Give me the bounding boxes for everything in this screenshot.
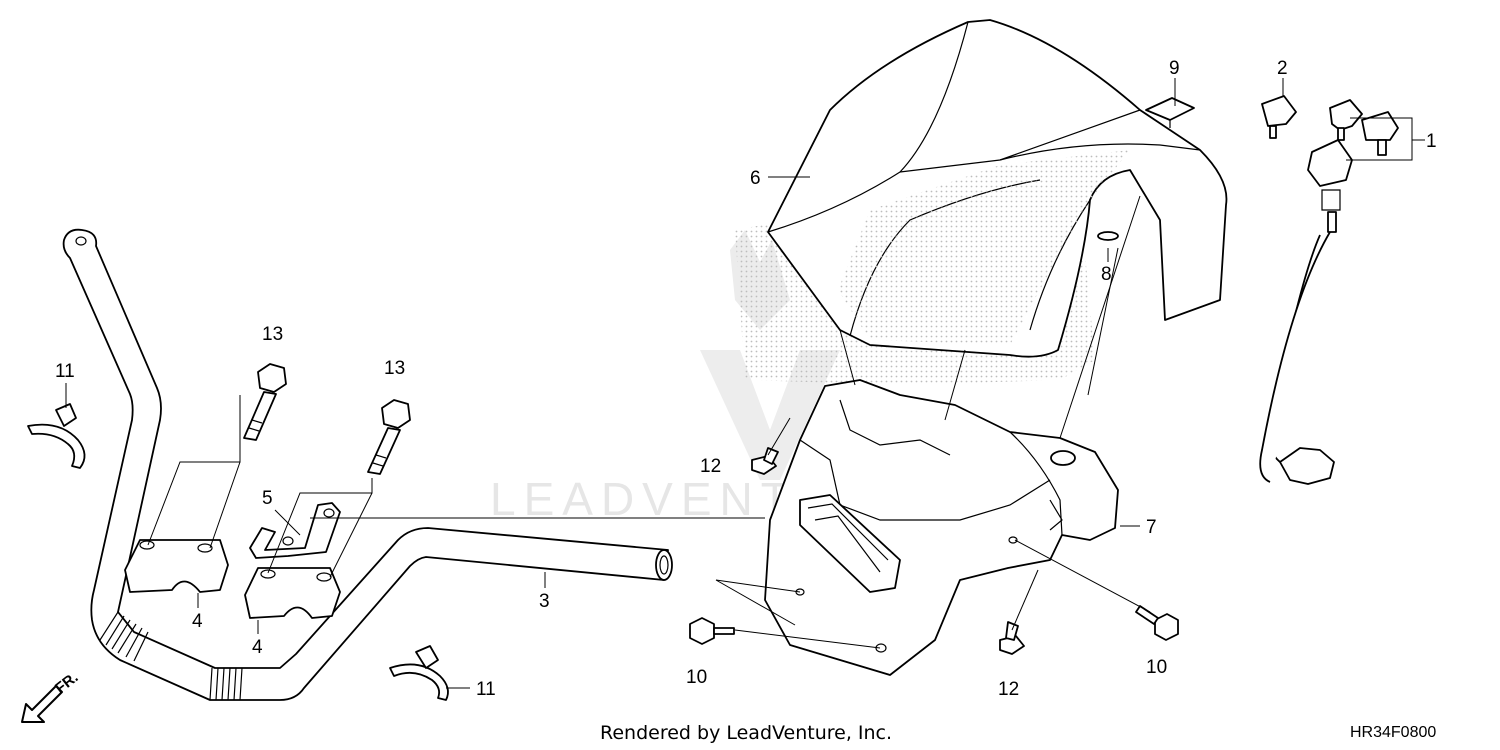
footer-credit: Rendered by LeadVenture, Inc. xyxy=(600,722,892,744)
callout-4-left: 4 xyxy=(192,611,203,632)
handlebar xyxy=(62,228,673,701)
callout-13-right: 13 xyxy=(384,358,405,379)
grommet xyxy=(1145,97,1195,121)
callout-11-right: 11 xyxy=(476,679,496,700)
bolt-left xyxy=(243,363,287,441)
upper-holder-right xyxy=(244,567,341,619)
callout-9: 9 xyxy=(1169,58,1180,79)
callout-5: 5 xyxy=(262,488,273,509)
callout-10-right: 10 xyxy=(1146,657,1167,678)
callout-12-upper: 12 xyxy=(700,456,721,477)
cable-tie-right xyxy=(389,645,449,701)
callout-4-right: 4 xyxy=(252,637,263,658)
upper-holder-left xyxy=(124,539,229,593)
bracket xyxy=(249,502,341,559)
callout-11-left: 11 xyxy=(55,361,75,382)
callout-2: 2 xyxy=(1277,58,1288,79)
cable-tie-left xyxy=(27,403,86,469)
callout-10-left: 10 xyxy=(686,667,707,688)
callout-12-lower: 12 xyxy=(998,679,1019,700)
callout-13-left: 13 xyxy=(262,324,283,345)
leader-lines xyxy=(65,78,1425,689)
front-direction-indicator: FR. xyxy=(21,669,82,723)
ignition-switch xyxy=(1259,139,1353,485)
screw-12-upper xyxy=(751,447,779,475)
screw-right xyxy=(1135,605,1179,641)
callout-7: 7 xyxy=(1146,517,1157,538)
callouts: 1 2 3 4 4 5 6 7 8 9 10 10 11 11 12 12 13… xyxy=(55,58,1437,700)
screw-left xyxy=(689,617,735,645)
callout-1: 1 xyxy=(1426,131,1437,152)
callout-6: 6 xyxy=(750,168,761,189)
diagram-code: HR34F0800 xyxy=(1350,724,1436,741)
callout-8: 8 xyxy=(1101,264,1112,285)
ignition-key-b xyxy=(1361,111,1399,156)
rear-cover xyxy=(764,379,1119,676)
fr-arrow-icon xyxy=(21,685,63,723)
ignition-key-a xyxy=(1329,99,1363,141)
key-blank xyxy=(1261,95,1297,139)
front-cover xyxy=(767,19,1228,358)
callout-3: 3 xyxy=(539,591,550,612)
screw-12-lower xyxy=(999,621,1025,655)
bolt-right xyxy=(367,399,411,475)
washer xyxy=(1097,231,1119,241)
